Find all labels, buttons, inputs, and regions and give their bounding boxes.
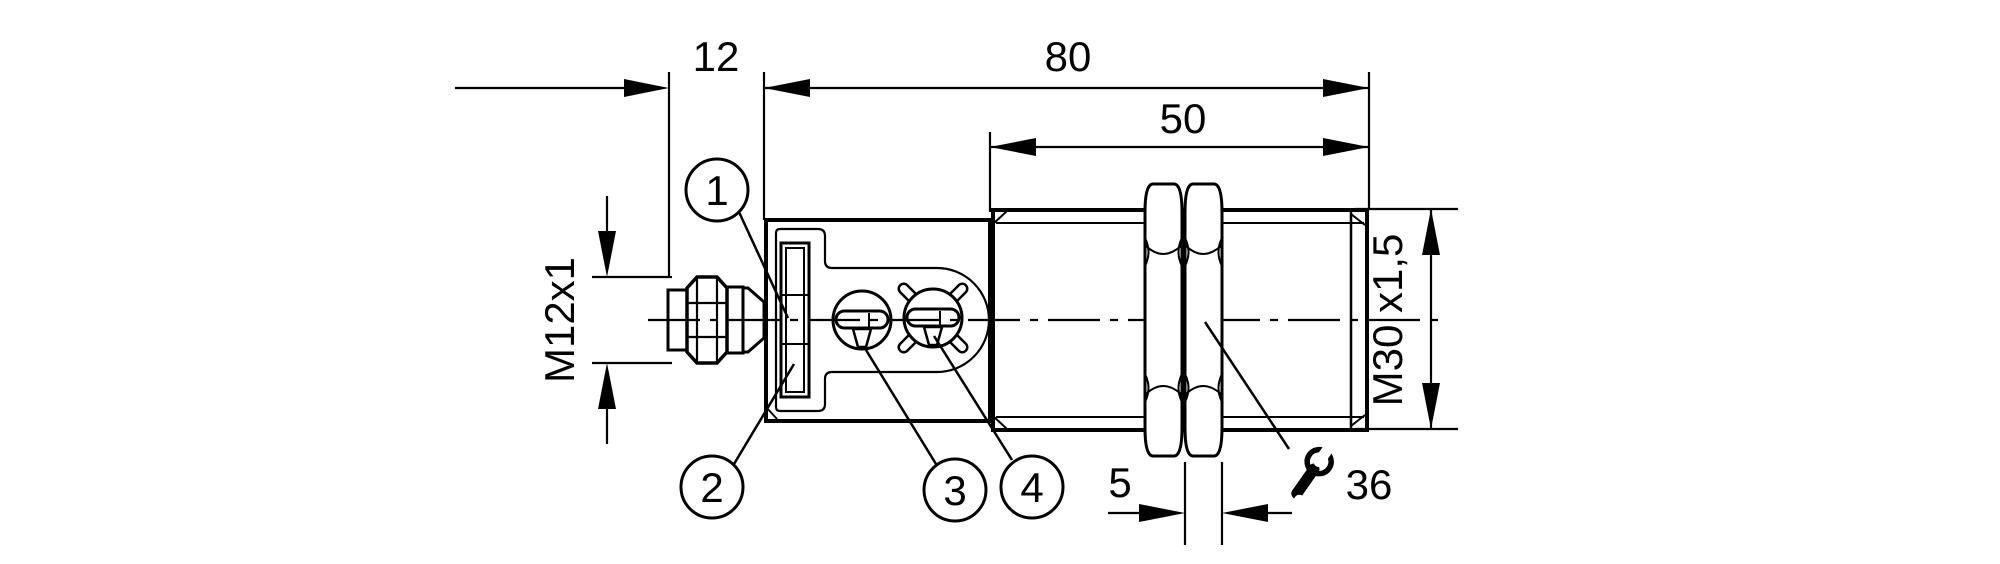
- nut1-outline: [1143, 182, 1184, 458]
- barrel-chamfer-br: [1350, 414, 1366, 427]
- housing-inner-contour: [774, 227, 991, 413]
- wrench-handle-notch: [1293, 494, 1305, 506]
- dim50-arrow-left: [990, 138, 1036, 156]
- mounting-nut-1: [1143, 182, 1184, 458]
- m12-connector: [666, 275, 766, 365]
- connector-taper: [741, 286, 766, 354]
- callout-4-leader: [932, 335, 1014, 461]
- wrench-size-note: 36: [1203, 321, 1393, 508]
- potentiometer-right: [902, 287, 964, 349]
- pot-left-wiper: [851, 327, 873, 349]
- m12-arrow-top: [598, 231, 616, 277]
- dim50-label: 50: [1160, 95, 1207, 142]
- dim12-label: 12: [693, 33, 740, 80]
- pot-right-slot: [905, 307, 961, 328]
- callout-2: 2: [679, 363, 796, 520]
- callout-3-leader: [864, 349, 938, 465]
- dim80-arrow-left: [764, 79, 810, 97]
- callout-1-circle: [684, 157, 750, 223]
- barrel-chamfer-bl: [992, 415, 1008, 430]
- barrel-chamfer-tr: [1350, 213, 1366, 226]
- callout-4-circle: [999, 454, 1065, 520]
- m30-label: M30 x1,5: [1364, 234, 1411, 407]
- callout-1: 1: [684, 157, 790, 319]
- callout-2-number: 2: [700, 464, 723, 511]
- wrench-leader-line: [1203, 321, 1291, 450]
- dim5-arrow-right: [1222, 504, 1268, 522]
- callout-3-circle: [922, 457, 988, 523]
- callout-1-number: 1: [705, 167, 728, 214]
- nut2-corner-lenses: [1184, 237, 1223, 403]
- dimension-connector-thread: M12x1: [536, 196, 672, 444]
- dimension-overall-length: 80: [764, 33, 1371, 209]
- dimension-threaded-length: 50: [988, 95, 1369, 212]
- dimension-connector-length: 12: [455, 33, 766, 277]
- callout-3: 3: [864, 349, 988, 523]
- dim5-arrow-left: [1139, 504, 1185, 522]
- m12-arrow-bottom: [598, 363, 616, 409]
- dimension-housing-thread: M30 x1,5: [1355, 207, 1458, 431]
- led-window: [779, 241, 811, 399]
- m12-label: M12x1: [536, 257, 583, 383]
- callout-2-circle: [679, 454, 745, 520]
- dim80-label: 80: [1045, 33, 1092, 80]
- callout-3-number: 3: [943, 467, 966, 514]
- dim12-arrow-left: [624, 79, 669, 97]
- dim50-arrow-right: [1323, 138, 1369, 156]
- wrench-size-label: 36: [1346, 461, 1393, 508]
- dim80-arrow-right: [1323, 79, 1369, 97]
- callout-4: 4: [932, 335, 1065, 520]
- callouts: 1 2 3 4: [679, 157, 1065, 523]
- callout-2-leader: [732, 363, 796, 465]
- callout-1-leader: [737, 211, 790, 319]
- m30-arrow-bottom: [1422, 383, 1440, 429]
- mounting-nuts: [1143, 182, 1224, 458]
- led-window-inner: [785, 247, 805, 393]
- nut1-corner-lenses: [1144, 237, 1183, 403]
- barrel-chamfer-tl: [992, 210, 1008, 225]
- dim5-label: 5: [1108, 459, 1131, 506]
- wrench-icon: [1291, 435, 1340, 506]
- m30-arrow-top: [1422, 209, 1440, 255]
- wrench-jaw-opening: [1313, 435, 1340, 468]
- callout-4-number: 4: [1020, 464, 1043, 511]
- nut2-outline: [1183, 182, 1224, 458]
- dimension-nut-thickness: 5: [1108, 459, 1292, 545]
- mounting-nut-2: [1183, 182, 1224, 458]
